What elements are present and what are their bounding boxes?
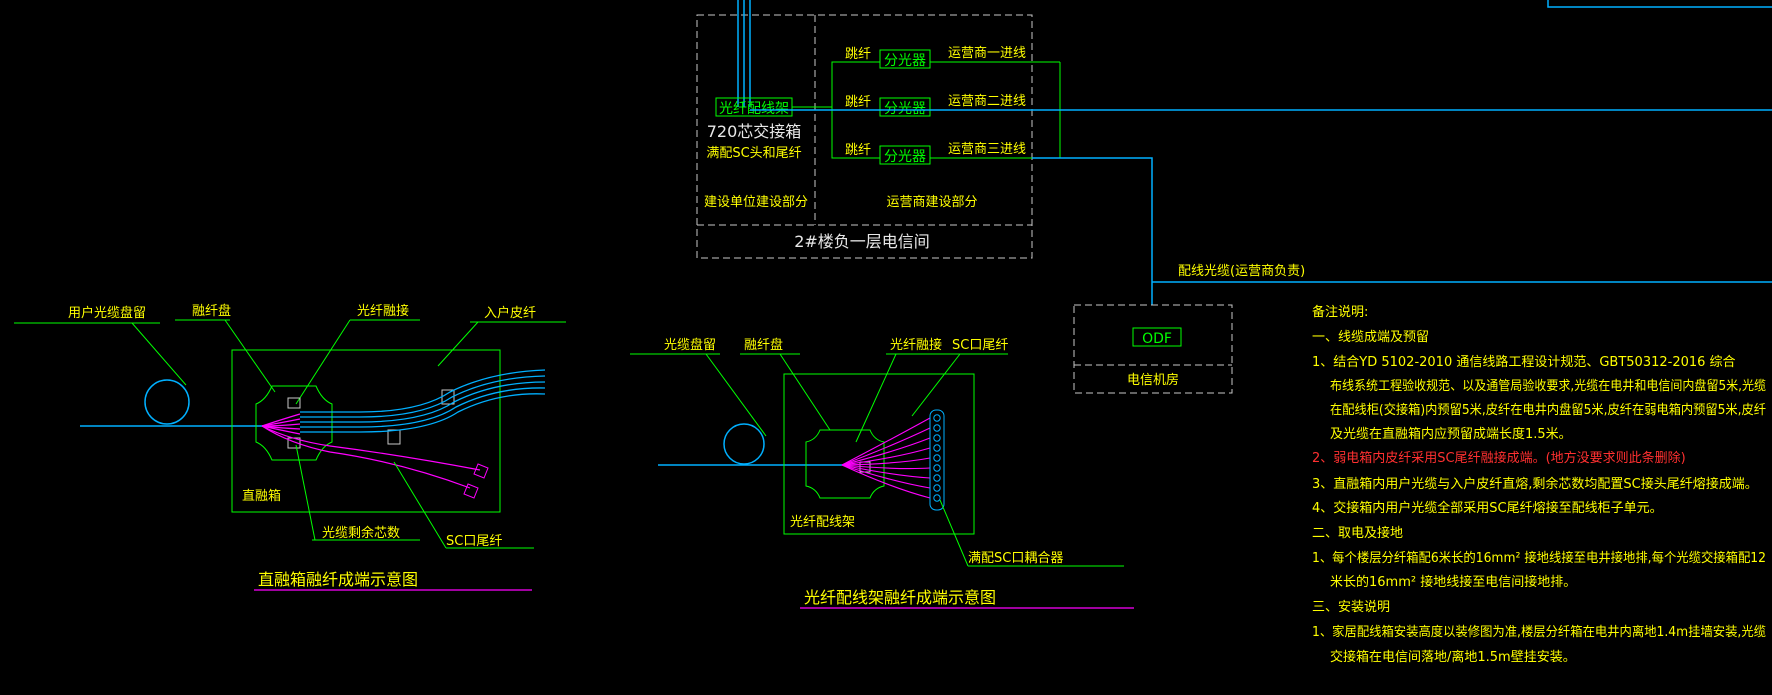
spliced-fibers bbox=[261, 413, 481, 489]
splitter-box bbox=[879, 145, 931, 165]
jumper-fiber bbox=[831, 107, 840, 159]
jumper-fiber bbox=[792, 61, 840, 108]
cable-coil bbox=[723, 423, 765, 465]
note-line-2: 1、结合YD 5102-2010 通信线路工程设计规范、GBT50312-201… bbox=[1312, 354, 1736, 370]
label-adapter: 满配SC口耦合器 bbox=[968, 551, 1063, 566]
builder-part-label: 建设单位建设部分 bbox=[704, 195, 808, 210]
tray-clip bbox=[287, 397, 301, 409]
odf-label: 光纤配线架 bbox=[719, 101, 789, 117]
adapter-ports bbox=[933, 414, 941, 502]
leader-line bbox=[295, 319, 351, 405]
note-line-12: 三、安装说明 bbox=[1312, 600, 1390, 615]
splitter-box bbox=[879, 97, 931, 117]
notes-block: 备注说明: 一、线缆成端及预留 1、结合YD 5102-2010 通信线路工程设… bbox=[1312, 304, 1766, 665]
jumper-label: 跳纤 bbox=[845, 95, 871, 110]
splice-tray-shape bbox=[805, 429, 885, 499]
diagram-title: 直融箱融纤成端示意图 bbox=[258, 570, 418, 589]
splice-tray-shape bbox=[255, 385, 333, 461]
leader-line bbox=[131, 322, 187, 386]
operator-line-label: 运营商三进线 bbox=[948, 142, 1026, 157]
splitter-box bbox=[879, 49, 931, 69]
distribution-cable-label: 配线光缆(运营商负责) bbox=[1178, 263, 1305, 279]
direct-splice-box bbox=[231, 349, 501, 513]
diagram-title: 光纤配线架融纤成端示意图 bbox=[804, 588, 996, 607]
frame-fragment bbox=[1547, 0, 1772, 8]
label-remaining-cores: 光缆剩余芯数 bbox=[322, 525, 400, 541]
leader-line bbox=[705, 353, 767, 437]
leader-line bbox=[939, 499, 969, 567]
note-line-13: 1、家居配线箱安装高度以装修图为准,楼层分纤箱在电井内离地1.4m挂墙安装,光缆 bbox=[1312, 624, 1766, 640]
label-sc-pigtail: SC口尾纤 bbox=[952, 338, 1008, 353]
label-splice-tray: 融纤盘 bbox=[192, 303, 231, 319]
note-line-14: 交接箱在电信间落地/离地1.5m壁挂安装。 bbox=[1330, 649, 1576, 665]
spliced-fibers bbox=[841, 417, 931, 499]
odf-splice-diagram: 光缆盘留 融纤盘 光纤融接 SC口尾纤 光纤配线架 bbox=[630, 337, 1134, 609]
note-line-6: 2、弱电箱内皮纤采用SC尾纤融接成端。(地方没要求则此条删除) bbox=[1312, 450, 1686, 466]
operator-line-label: 运营商二进线 bbox=[948, 94, 1026, 109]
leader-line bbox=[437, 321, 479, 367]
label-fiber-splice: 光纤融接 bbox=[357, 303, 409, 319]
splitter-label: 分光器 bbox=[884, 53, 926, 69]
pigtail-connector bbox=[463, 483, 479, 499]
telecom-room-group: 光纤配线架 720芯交接箱 满配SC头和尾纤 建设单位建设部分 运营商建设部分 … bbox=[696, 0, 1772, 305]
label-fiber-splice: 光纤融接 bbox=[890, 337, 942, 353]
room-title: 2#楼负一层电信间 bbox=[794, 232, 930, 251]
label-user-cable-coil: 用户光缆盘留 bbox=[68, 305, 146, 321]
direct-splice-box-diagram: 用户光缆盘留 融纤盘 光纤融接 入户皮纤 直融箱 bbox=[14, 303, 566, 591]
machine-room-name: 电信机房 bbox=[1127, 372, 1179, 388]
jumper-label: 跳纤 bbox=[845, 143, 871, 158]
note-line-3: 布线系统工程验收规范、以及通管局验收要求,光缆在电井和电信间内盘留5米,光缆 bbox=[1330, 378, 1766, 394]
note-line-5: 及光缆在直融箱内应预留成端长度1.5米。 bbox=[1330, 426, 1572, 442]
label-cable-coil: 光缆盘留 bbox=[664, 337, 716, 353]
odf-frame bbox=[783, 373, 975, 535]
cable-coil bbox=[144, 379, 190, 425]
leader-line bbox=[779, 353, 831, 431]
telecom-machine-room: ODF 电信机房 bbox=[1073, 304, 1233, 394]
cross-box-label: 720芯交接箱 bbox=[707, 122, 802, 141]
leader-line bbox=[855, 353, 897, 443]
note-line-7: 3、直融箱内用户光缆与入户皮纤直熔,剩余芯数均配置SC接头尾纤熔接成端。 bbox=[1312, 476, 1758, 492]
note-line-1: 一、线缆成端及预留 bbox=[1312, 329, 1429, 345]
frame-name: 光纤配线架 bbox=[790, 515, 855, 530]
note-line-8: 4、交接箱内用户光缆全部采用SC尾纤熔接至配线柜子单元。 bbox=[1312, 500, 1663, 516]
notes-title: 备注说明: bbox=[1312, 304, 1368, 320]
operator-part-label: 运营商建设部分 bbox=[886, 195, 977, 210]
cross-box-note: 满配SC头和尾纤 bbox=[706, 146, 801, 161]
splitter-row-2: 跳纤 分光器 运营商二进线 bbox=[840, 94, 1032, 117]
machine-room-box bbox=[1073, 304, 1233, 394]
note-line-4: 在配线柜(交接箱)内预留5米,皮纤在电井内盘留5米,皮纤在弱电箱内预留5米,皮纤 bbox=[1330, 402, 1766, 418]
telecom-room-dashed-box bbox=[696, 14, 1033, 259]
splitter-label: 分光器 bbox=[884, 101, 926, 117]
note-line-9: 二、取电及接地 bbox=[1312, 525, 1403, 541]
leader-line bbox=[393, 461, 447, 549]
label-drop-cable: 入户皮纤 bbox=[484, 305, 536, 321]
pigtail-connector bbox=[473, 463, 489, 479]
splitter-row-1: 跳纤 分光器 运营商一进线 bbox=[840, 46, 1032, 69]
leader-line bbox=[295, 444, 316, 541]
label-sc-pigtail: SC口尾纤 bbox=[446, 534, 502, 549]
odf-box bbox=[1132, 327, 1182, 347]
note-line-11: 米长的16mm² 接地线接至电信间接地排。 bbox=[1330, 574, 1576, 590]
box-name: 直融箱 bbox=[242, 488, 281, 504]
leader-line bbox=[224, 319, 276, 393]
distribution-cable bbox=[1032, 157, 1153, 305]
cable-clamp bbox=[387, 429, 401, 445]
drop-cable-bundle bbox=[300, 369, 546, 433]
jumper-label: 跳纤 bbox=[845, 47, 871, 62]
note-line-10: 1、每个楼层分纤箱配6米长的16mm² 接地线接至电井接地排,每个光缆交接箱配1… bbox=[1312, 550, 1766, 566]
adapter-panel bbox=[929, 409, 945, 511]
splitter-row-3: 跳纤 分光器 运营商三进线 bbox=[840, 142, 1032, 165]
splitter-label: 分光器 bbox=[884, 149, 926, 165]
operator-line-label: 运营商一进线 bbox=[948, 46, 1026, 61]
leader-line bbox=[911, 353, 961, 417]
odf-text: ODF bbox=[1142, 331, 1172, 347]
label-splice-tray: 融纤盘 bbox=[744, 337, 783, 353]
